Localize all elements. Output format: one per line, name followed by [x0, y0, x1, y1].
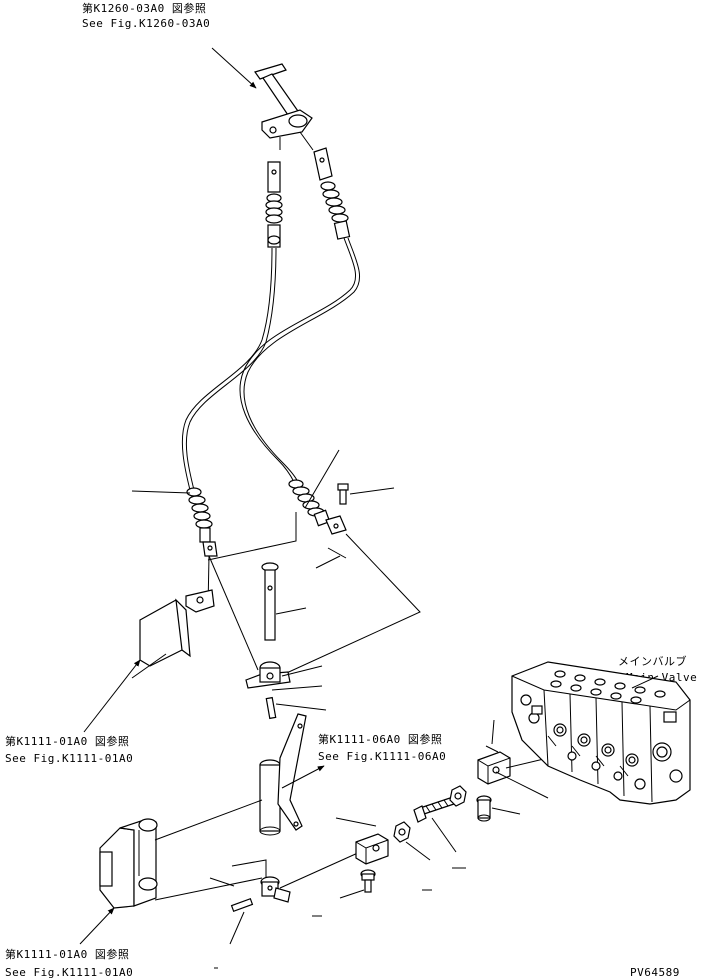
leader-long-pin	[275, 607, 307, 615]
small-block	[355, 833, 389, 865]
arrow-bracket-upper	[83, 659, 141, 733]
bolt-upper	[337, 483, 349, 505]
arrow-mid-ref	[281, 765, 325, 789]
clevis-block	[477, 751, 511, 785]
leader-pin-lower	[229, 911, 245, 945]
leader-small-block	[335, 817, 377, 827]
leader-main-valve	[631, 675, 659, 689]
cable-right	[239, 147, 360, 535]
arrow-hinge	[79, 907, 115, 945]
ref-top-jp: 第K1260-03A0 図参照	[82, 2, 207, 15]
ref-bottom-en: See Fig.K1111-01A0	[5, 966, 134, 979]
ref-mid-en: See Fig.K1111-06A0	[318, 750, 447, 763]
long-pin	[261, 562, 279, 641]
leader-bolt-upper	[349, 487, 395, 495]
pin-lower	[230, 897, 254, 913]
lever-block-lower	[260, 876, 291, 903]
leader-lever-lower	[209, 877, 235, 887]
cable-left	[181, 161, 283, 557]
leader-nut-lower	[405, 841, 431, 861]
leader-cable-left	[131, 490, 191, 494]
leader-cable-right	[304, 449, 340, 509]
leader-pin-near-block	[491, 719, 495, 745]
leader-small-pin	[275, 703, 327, 711]
drawing-id: PV64589	[630, 966, 680, 979]
leader-clevis-block	[495, 771, 549, 799]
bracket-upper-left	[139, 589, 215, 667]
ref-top-en: See Fig.K1260-03A0	[82, 17, 211, 30]
leader-top	[211, 47, 257, 89]
ref-left-jp: 第K1111-01A0 図参照	[5, 735, 130, 748]
ref-mid-jp: 第K1111-06A0 図参照	[318, 733, 443, 746]
nut-lower	[393, 821, 411, 843]
bolt-right	[476, 795, 492, 822]
pin-near-block	[485, 745, 499, 753]
nut-upper	[449, 785, 467, 807]
hinge-bracket	[99, 818, 158, 909]
ref-bottom-jp: 第K1111-01A0 図参照	[5, 948, 130, 961]
lever-block	[245, 661, 291, 689]
cotter-pin	[327, 547, 347, 559]
ref-left-en: See Fig.K1111-01A0	[5, 752, 134, 765]
leader-lever-block-b	[271, 685, 323, 691]
leader-rod	[431, 817, 457, 853]
leader-lever-block-a	[281, 665, 323, 677]
control-lever	[254, 63, 314, 151]
leader-bracket-upper	[131, 653, 167, 679]
main-valve	[511, 661, 691, 805]
bolt-bottom	[360, 869, 376, 893]
small-pin	[265, 696, 277, 720]
leader-bolt-right	[491, 807, 521, 815]
main-valve-jp: メインバルブ	[618, 655, 687, 668]
leader-bolt-bottom	[339, 889, 365, 899]
sleeve-bracket	[259, 713, 307, 836]
threaded-rod	[413, 797, 455, 823]
leader-pin	[315, 555, 341, 569]
